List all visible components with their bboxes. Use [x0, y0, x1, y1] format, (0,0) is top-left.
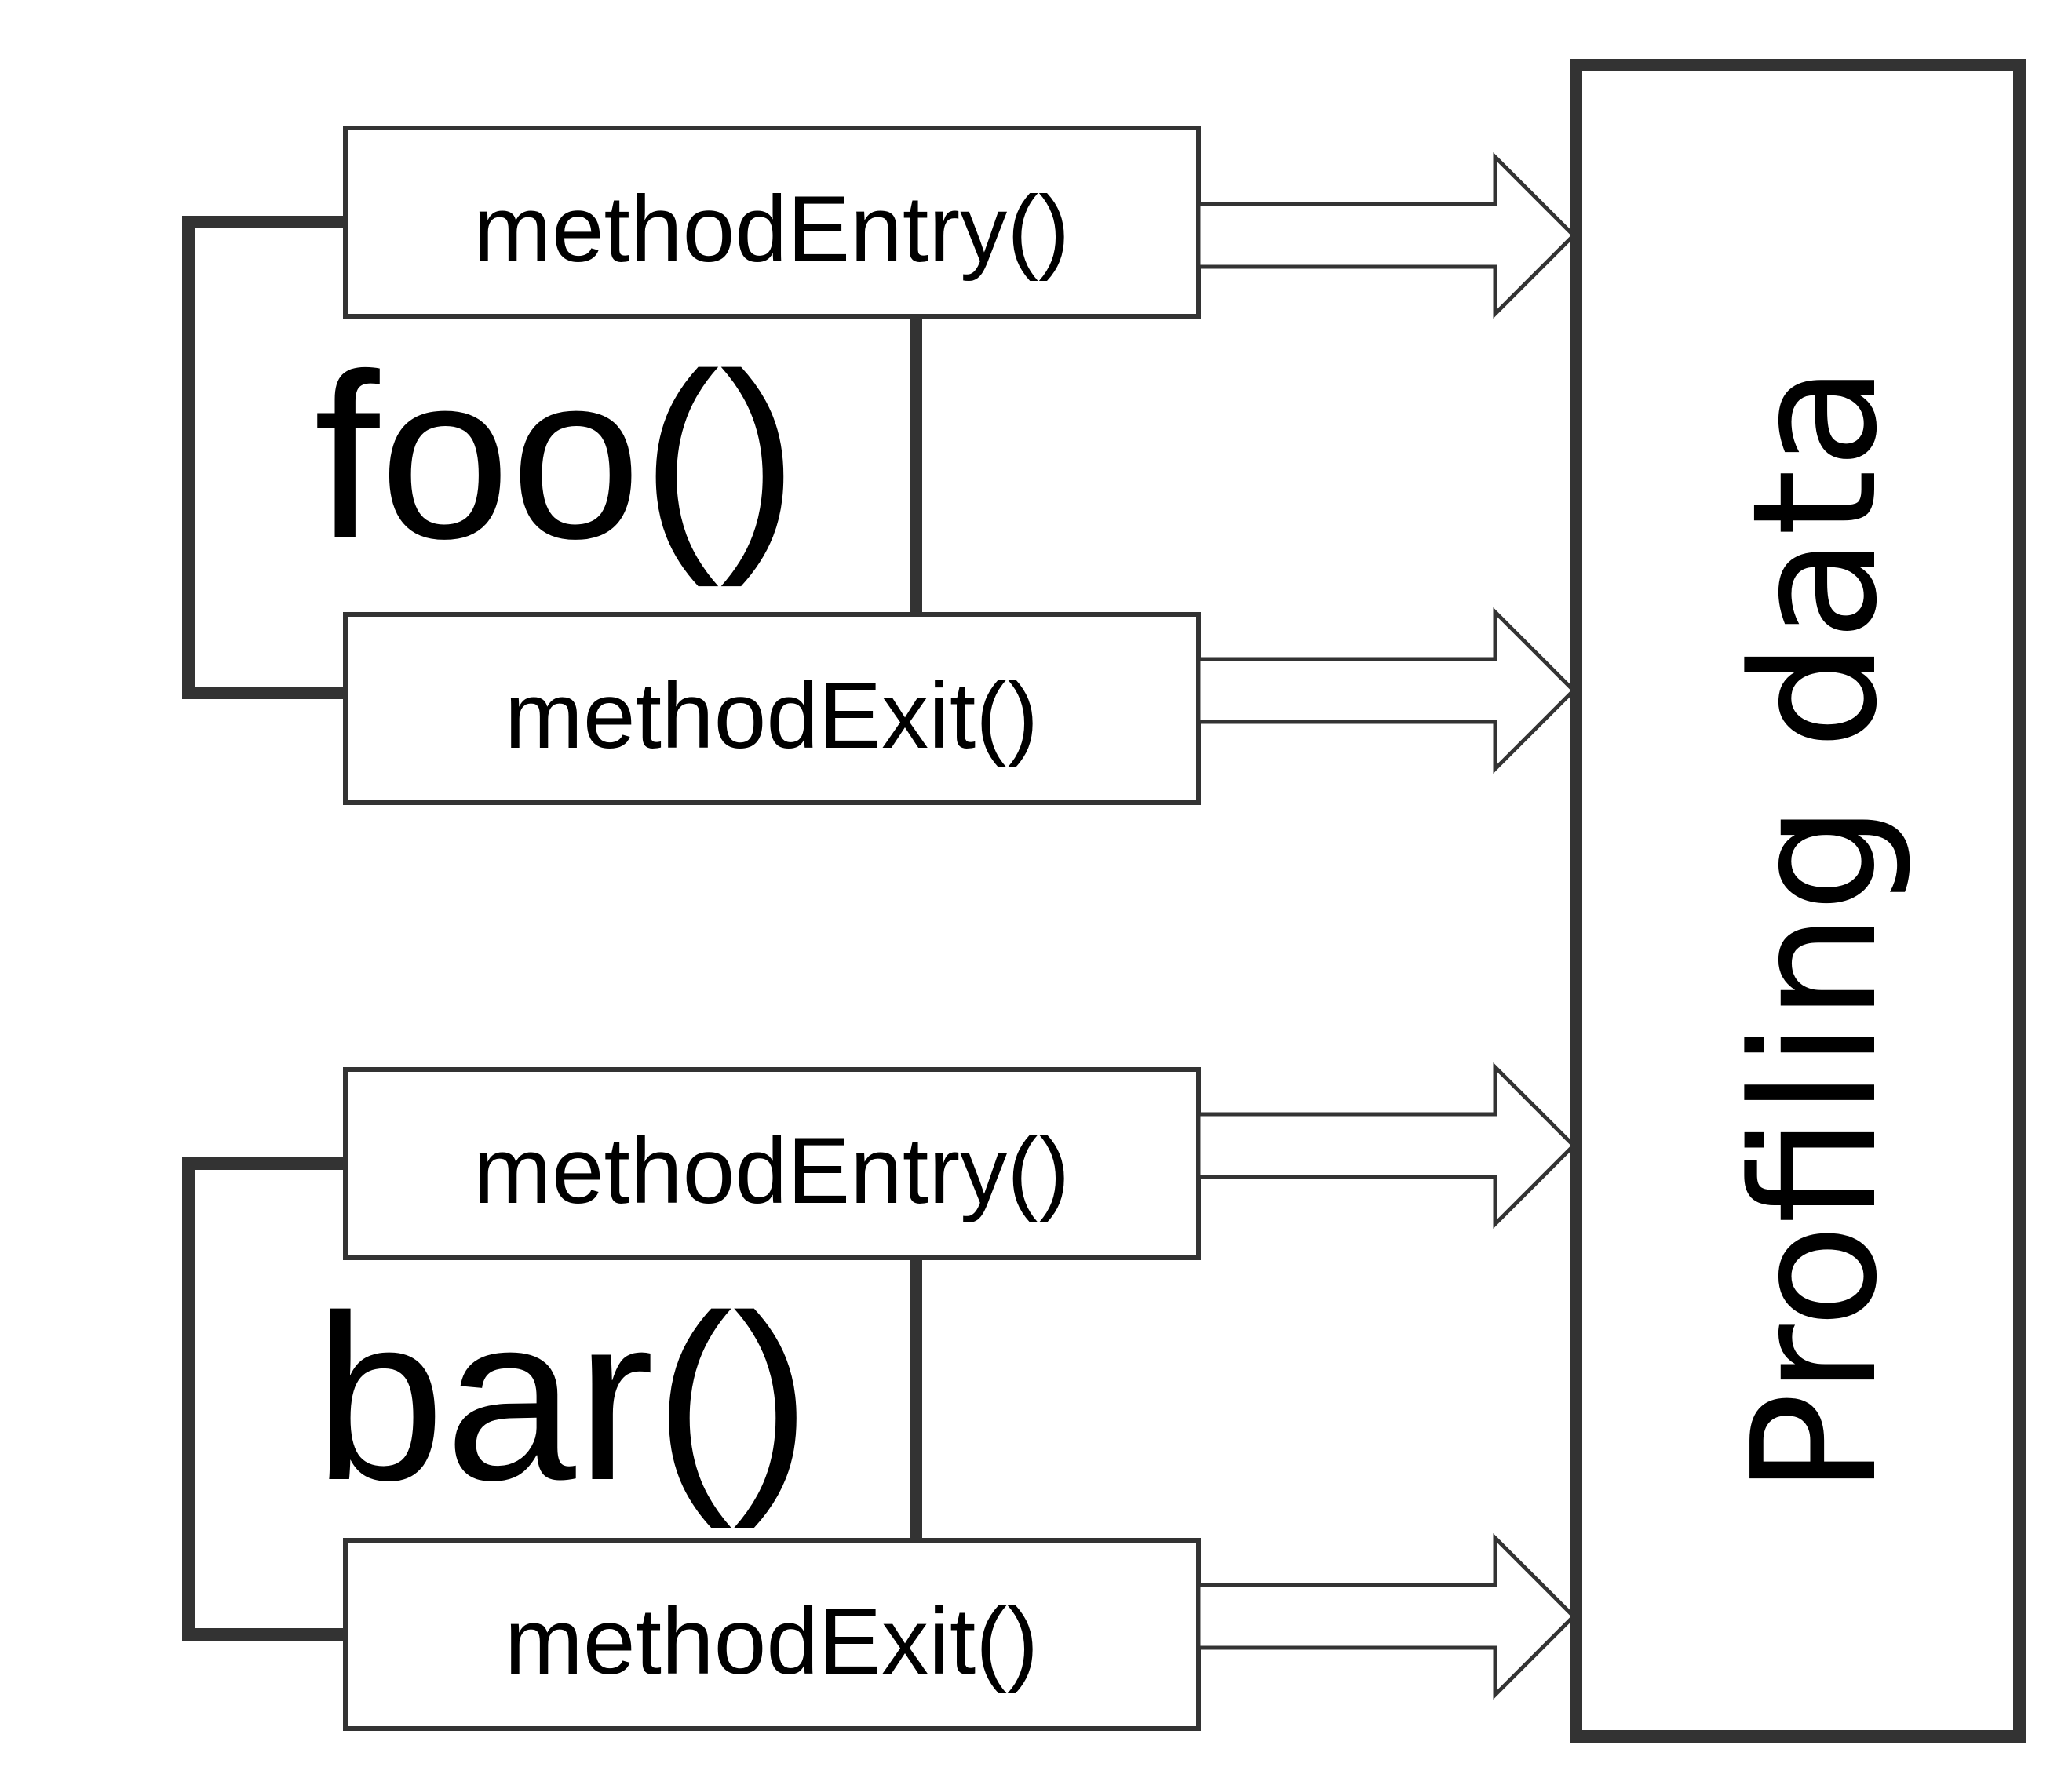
- bar-exit-label: methodExit(): [505, 1589, 1038, 1694]
- method-group-foo: methodEntry() foo() methodExit(): [182, 126, 1577, 805]
- foo-entry-arrow: [1196, 151, 1577, 319]
- bar-bracket: [182, 1157, 345, 1641]
- method-group-bar: methodEntry() bar() methodExit(): [182, 1062, 1577, 1731]
- bar-entry-box: [343, 1067, 1201, 1260]
- profiling-data-store: Profiling data: [1570, 59, 2026, 1743]
- bar-entry-arrow: [1196, 1062, 1577, 1230]
- bar-method-name: bar(): [314, 1266, 811, 1531]
- bar-entry-label: methodEntry(): [473, 1118, 1070, 1223]
- foo-method-name: foo(): [314, 324, 798, 589]
- foo-exit-box: [343, 612, 1201, 805]
- profiling-data-label: Profiling data: [1716, 364, 1915, 1495]
- foo-exit-label: methodExit(): [505, 663, 1038, 768]
- foo-entry-label: methodEntry(): [473, 177, 1070, 282]
- bar-exit-box: [343, 1538, 1201, 1731]
- bar-exit-arrow: [1196, 1532, 1577, 1700]
- foo-bracket: [182, 216, 345, 699]
- foo-entry-box: [343, 126, 1201, 319]
- foo-exit-arrow: [1196, 607, 1577, 774]
- profiling-data-box: [1570, 59, 2026, 1743]
